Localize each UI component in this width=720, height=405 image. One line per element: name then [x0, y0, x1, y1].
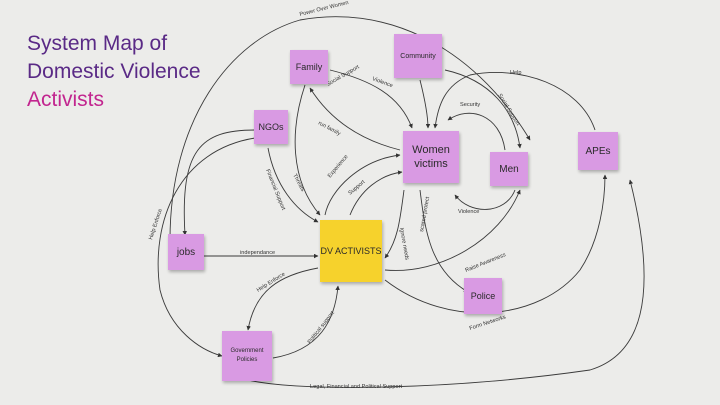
note-ngos-text: NGOs — [258, 122, 284, 132]
label-social-support-family: Social Support — [326, 64, 361, 88]
title-line-3: Activists — [27, 88, 105, 111]
note-dv-activists: DV ACTIVISTS — [320, 220, 382, 282]
note-community: Community — [394, 34, 442, 78]
note-ngos: NGOs — [254, 110, 288, 144]
note-women-victims-text: Women victims — [412, 144, 450, 170]
edge-political-support — [272, 285, 340, 359]
note-men: Men — [490, 152, 528, 186]
label-help: Help — [510, 70, 522, 76]
edge-form-networks — [384, 174, 608, 314]
label-form-networks: Form Networks — [469, 314, 507, 331]
note-apes: APEs — [578, 132, 618, 170]
label-political-support: Political support — [307, 310, 336, 345]
note-family-text: Family — [295, 62, 323, 72]
edge-raise-awareness — [384, 189, 521, 271]
note-apes-text: APEs — [585, 145, 611, 157]
label-violence-top: Violence — [371, 76, 393, 89]
label-ignore-needs: Ignore needs — [398, 227, 410, 260]
title-line-2: Domestic Violence — [27, 60, 201, 83]
label-security: Security — [460, 102, 480, 108]
label-scared-note: scared protect — [419, 196, 431, 232]
edge-violence-men — [454, 189, 516, 210]
note-jobs: jobs — [168, 234, 204, 270]
label-help-enforce-left: Help Enforce — [148, 208, 164, 241]
label-raise-awareness: Raise Awareness — [465, 252, 507, 274]
edge-experience — [324, 153, 401, 216]
note-government-policies: Government Policies — [222, 331, 272, 381]
edge-ignore-needs — [384, 189, 405, 259]
note-women-victims: Women victims — [403, 131, 459, 183]
label-experience: Experience — [327, 154, 350, 179]
edge-power-over-women — [169, 16, 531, 241]
edge-security — [447, 112, 506, 151]
note-government-policies-text: Government Policies — [230, 348, 264, 363]
edge-community-men — [444, 69, 522, 149]
note-police-text: Police — [470, 291, 496, 301]
label-legal-support: Legal, Financial and Political Support — [310, 384, 402, 390]
edge-financial-support — [267, 147, 319, 223]
edge-run-family — [309, 87, 401, 151]
label-independance: independance — [240, 250, 275, 256]
note-dv-activists-text: DV ACTIVISTS — [320, 246, 382, 256]
edge-help-enforce-left — [157, 137, 256, 358]
edge-threats — [294, 84, 321, 216]
label-threats: Threats — [291, 173, 305, 193]
edge-help-enforce-gov — [246, 267, 319, 331]
note-police: Police — [464, 278, 502, 314]
label-financial-support: Financial Support — [264, 169, 286, 212]
edge-community-women — [419, 79, 431, 129]
label-power-over-women: Power Over Women — [299, 0, 349, 18]
label-run-family: run family — [317, 120, 341, 137]
note-community-text: Community — [400, 52, 436, 60]
edge-family-violence — [329, 69, 413, 129]
slide-title: System Map of Domestic Violence Activist… — [27, 30, 201, 114]
note-jobs-text: jobs — [176, 246, 196, 258]
edge-legal-support — [247, 179, 645, 388]
edge-help — [433, 72, 596, 131]
title-line-1: System Map of — [27, 32, 168, 55]
note-family: Family — [290, 50, 328, 84]
edge-women-police — [419, 189, 469, 293]
edge-ngos-jobs — [182, 129, 256, 236]
label-social-support-men: Social Support — [496, 93, 521, 127]
label-support: Support — [347, 179, 366, 196]
edge-support — [349, 170, 403, 216]
label-help-enforce-gov: Help Enforce — [256, 271, 287, 293]
note-men-text: Men — [499, 163, 519, 175]
label-violence-men: Violence — [458, 209, 479, 215]
